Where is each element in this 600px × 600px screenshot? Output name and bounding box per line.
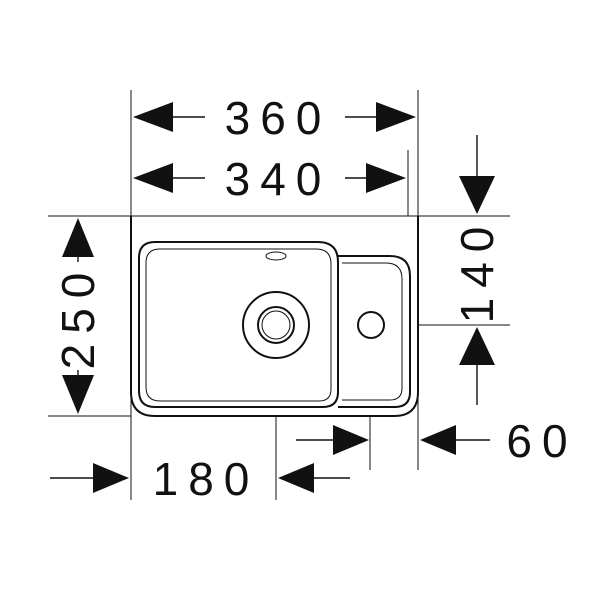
main-bowl bbox=[138, 241, 339, 408]
dimension-140-label: 140 bbox=[451, 217, 503, 324]
dimension-180-label: 180 bbox=[153, 453, 260, 505]
tap-deck bbox=[338, 255, 411, 408]
dimension-140: 140 bbox=[451, 135, 503, 405]
dimension-250-label: 250 bbox=[52, 263, 104, 370]
dimension-60-label: 60 bbox=[506, 415, 577, 467]
dimension-drain-offset bbox=[296, 425, 369, 455]
overflow-slot bbox=[265, 251, 287, 261]
extension-lines bbox=[48, 90, 510, 500]
dimension-250: 250 bbox=[52, 218, 104, 414]
dimension-340-label: 340 bbox=[225, 153, 332, 205]
drain-icon bbox=[242, 291, 310, 359]
dimension-360-label: 360 bbox=[225, 92, 332, 144]
tap-hole-icon bbox=[357, 311, 385, 339]
dimension-360: 360 bbox=[133, 92, 416, 144]
dimension-60: 60 bbox=[420, 415, 577, 467]
dimension-180: 180 bbox=[50, 453, 350, 505]
dimension-340: 340 bbox=[133, 153, 406, 205]
basin-body bbox=[130, 215, 419, 417]
